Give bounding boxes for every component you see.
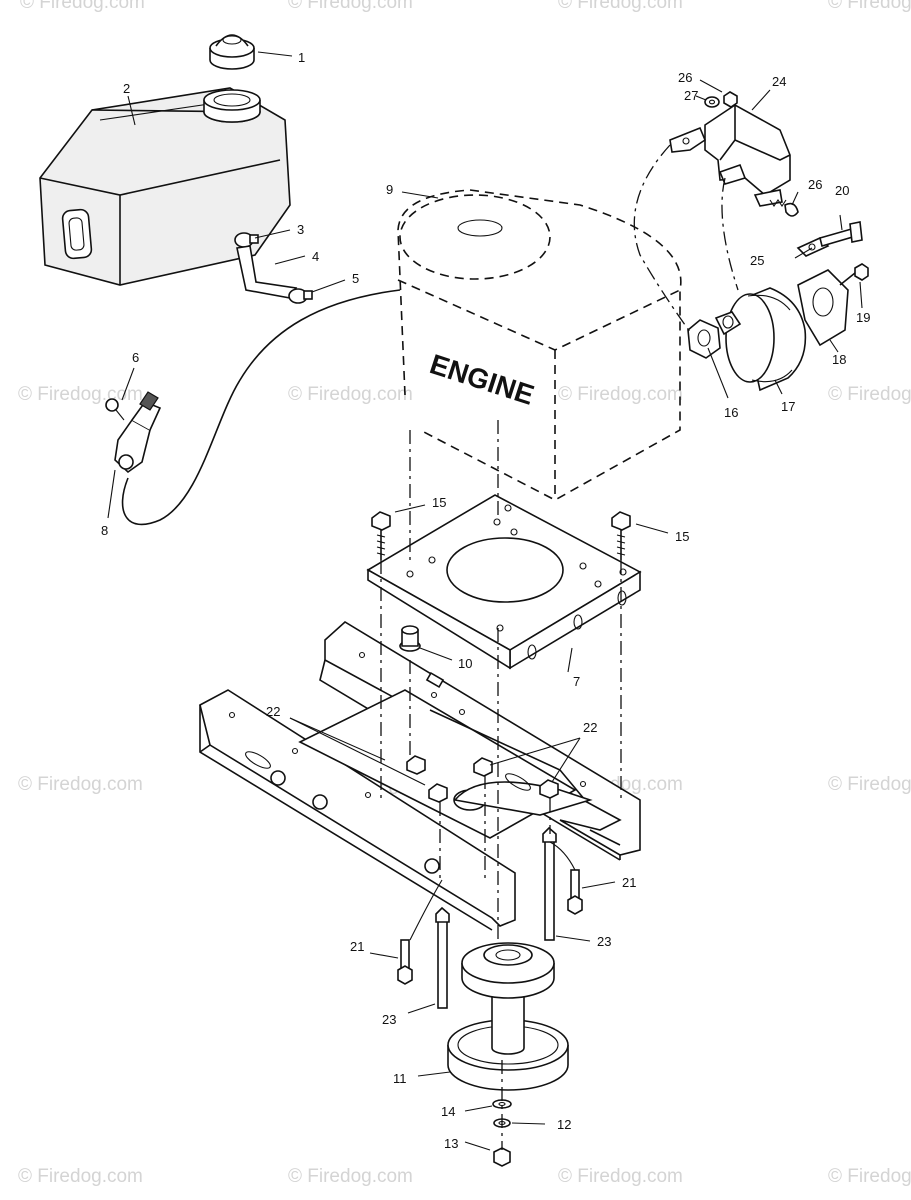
watermark: © Firedog.com: [828, 774, 911, 795]
fuel-tank[interactable]: [39, 87, 291, 286]
callout-16: 16: [724, 405, 738, 420]
fuel-line[interactable]: [236, 245, 298, 299]
throttle-screw[interactable]: [105, 398, 125, 421]
callout-10: 10: [458, 656, 472, 671]
callout-labels: 1 2 3 4 5 6 7 8 9 10 11 12 13 14 15 15 1…: [101, 50, 870, 1151]
hose-clamp-lower[interactable]: [288, 288, 313, 304]
callout-23a: 23: [597, 934, 611, 949]
callout-15b: 15: [675, 529, 689, 544]
callout-22b: 22: [583, 720, 597, 735]
watermark: © Firedog.com: [18, 1166, 143, 1187]
watermark: © Firedog.com: [558, 0, 683, 13]
callout-3: 3: [297, 222, 304, 237]
callout-19: 19: [856, 310, 870, 325]
engine[interactable]: ENGINE: [397, 189, 682, 501]
shield-spring[interactable]: [769, 199, 799, 217]
isolator-mount[interactable]: [399, 625, 421, 652]
shield-nut[interactable]: [723, 91, 738, 108]
callout-26b: 26: [808, 177, 822, 192]
callout-11: 11: [393, 1071, 407, 1086]
watermark: © Firedog.com: [288, 0, 413, 13]
frame-nut-4[interactable]: [539, 779, 559, 799]
callout-22a: 22: [266, 704, 280, 719]
engine-mount-plate[interactable]: [366, 494, 642, 670]
frame-nut-2[interactable]: [428, 783, 448, 803]
callout-12: 12: [557, 1117, 571, 1132]
short-bolt-right[interactable]: [567, 869, 583, 915]
shield-washer[interactable]: [704, 96, 720, 108]
callout-27: 27: [684, 88, 698, 103]
throttle-control[interactable]: [114, 391, 162, 474]
watermark: © Firedog.com: [18, 774, 143, 795]
engine-label: ENGINE: [426, 348, 538, 411]
callout-23b: 23: [382, 1012, 396, 1027]
callout-21b: 21: [350, 939, 364, 954]
callout-18: 18: [832, 352, 846, 367]
frame-nut-3[interactable]: [473, 757, 493, 777]
callout-14: 14: [441, 1104, 455, 1119]
muffler[interactable]: [714, 287, 807, 392]
callout-15a: 15: [432, 495, 446, 510]
callout-25: 25: [750, 253, 764, 268]
callout-5: 5: [352, 271, 359, 286]
callout-20: 20: [835, 183, 849, 198]
muffler-deflector[interactable]: [797, 269, 849, 347]
deflector-screw[interactable]: [839, 263, 869, 286]
callout-2: 2: [123, 81, 130, 96]
callout-7: 7: [573, 674, 580, 689]
watermark: © Firedog.com: [558, 1166, 683, 1187]
watermark: © Firedog.com: [558, 384, 683, 405]
engine-bolt-right[interactable]: [611, 511, 631, 560]
watermark: © Firedog.com: [828, 0, 911, 13]
callout-4: 4: [312, 249, 319, 264]
exhaust-gasket[interactable]: [687, 319, 721, 359]
shield-bolt[interactable]: [819, 221, 863, 248]
short-bolt-left[interactable]: [397, 939, 413, 985]
callout-9: 9: [386, 182, 393, 197]
throttle-cable[interactable]: [121, 289, 401, 526]
callout-21a: 21: [622, 875, 636, 890]
engine-pulley[interactable]: [447, 942, 569, 1091]
heat-shield[interactable]: [669, 104, 791, 207]
callout-1: 1: [298, 50, 305, 65]
callout-6: 6: [132, 350, 139, 365]
watermark: © Firedog.com: [828, 384, 911, 405]
watermark: © Firedog.com: [288, 384, 413, 405]
callout-13: 13: [444, 1136, 458, 1151]
callout-8: 8: [101, 523, 108, 538]
frame[interactable]: [199, 621, 641, 931]
watermark: © Firedog.com: [288, 1166, 413, 1187]
engine-bolt-left[interactable]: [371, 511, 391, 560]
watermark: © Firedog.com: [828, 1166, 911, 1187]
leader-lines: [107, 51, 863, 1151]
long-bolt-left[interactable]: [435, 906, 450, 1009]
watermark: © Firedog.com: [20, 0, 145, 13]
frame-nut-1[interactable]: [406, 755, 426, 775]
callout-17: 17: [781, 399, 795, 414]
pulley-bolt[interactable]: [493, 1147, 511, 1167]
callout-26a: 26: [678, 70, 692, 85]
hose-clamp-upper[interactable]: [234, 232, 259, 248]
callout-24: 24: [772, 74, 786, 89]
fuel-cap[interactable]: [209, 34, 255, 70]
